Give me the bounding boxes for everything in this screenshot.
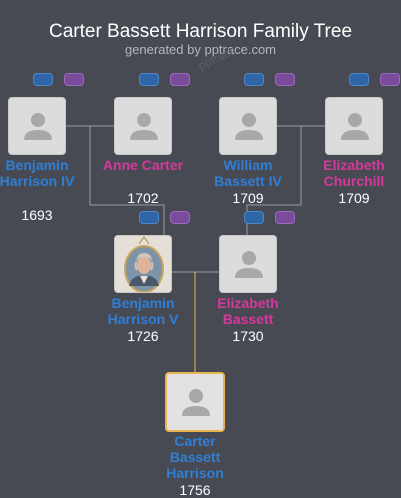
person-year: 1702: [127, 190, 159, 206]
person-silhouette-icon: [235, 113, 263, 140]
person-year: 1726: [127, 328, 159, 344]
person-year: 1756: [179, 482, 211, 498]
person-year: 1709: [338, 190, 370, 206]
person-silhouette-icon: [130, 113, 158, 140]
person-year: 1709: [232, 190, 264, 206]
person-silhouette-icon: [341, 113, 369, 140]
mother-badge[interactable]: [64, 73, 84, 86]
page-subtitle: generated by pptrace.com: [124, 42, 277, 57]
father-badge[interactable]: [33, 73, 53, 86]
person-silhouette-icon: [235, 251, 263, 278]
person-card-benjamin-harrison-iv[interactable]: [8, 97, 66, 155]
person-silhouette-icon: [182, 389, 210, 416]
person-card-carter-bassett-harrison[interactable]: [165, 372, 225, 432]
mother-badge[interactable]: [275, 211, 295, 224]
person-card-william-bassett-iv[interactable]: [219, 97, 277, 155]
person-name[interactable]: Elizabeth Bassett: [217, 295, 279, 327]
father-badge[interactable]: [139, 211, 159, 224]
person-name[interactable]: Carter Bassett Harrison: [166, 433, 224, 481]
person-card-elizabeth-bassett[interactable]: [219, 235, 277, 293]
person-card-elizabeth-churchill[interactable]: [325, 97, 383, 155]
mother-badge[interactable]: [275, 73, 295, 86]
father-badge[interactable]: [349, 73, 369, 86]
mother-badge[interactable]: [380, 73, 400, 86]
person-name[interactable]: William Bassett IV: [214, 157, 282, 189]
person-name[interactable]: Benjamin Harrison IV: [0, 157, 75, 189]
person-name[interactable]: Elizabeth Churchill: [323, 157, 385, 189]
person-name[interactable]: Anne Carter: [102, 157, 184, 173]
father-badge[interactable]: [244, 211, 264, 224]
person-card-anne-carter[interactable]: [114, 97, 172, 155]
person-silhouette-icon: [24, 113, 52, 140]
mother-badge[interactable]: [170, 211, 190, 224]
person-name[interactable]: Benjamin Harrison V: [107, 295, 179, 327]
person-year: 1730: [232, 328, 264, 344]
descent-line-harrison: [89, 126, 165, 235]
mother-badge[interactable]: [170, 73, 190, 86]
person-card-benjamin-harrison-v[interactable]: [114, 235, 172, 293]
father-badge[interactable]: [139, 73, 159, 86]
portrait-image: [115, 236, 171, 292]
page-title: Carter Bassett Harrison Family Tree: [48, 21, 353, 42]
person-year: 1693: [21, 207, 53, 223]
father-badge[interactable]: [244, 73, 264, 86]
